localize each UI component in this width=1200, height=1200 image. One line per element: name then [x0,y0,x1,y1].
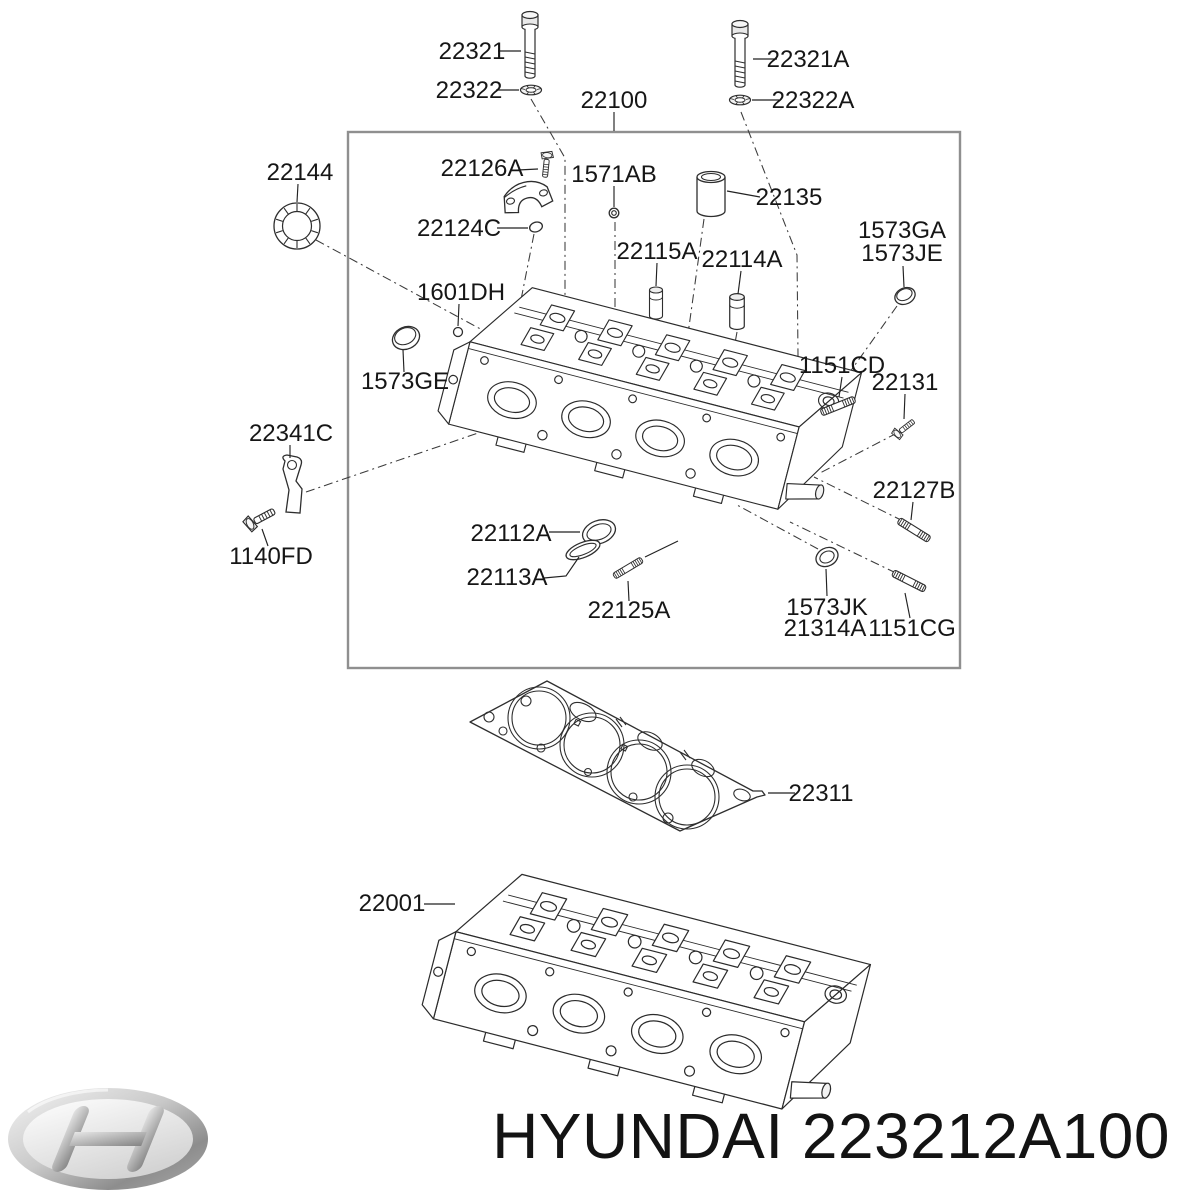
part-22321A-bolt [731,19,749,88]
part-label-22341C: 22341C [249,420,333,447]
part-22322-washer [519,84,543,96]
hyundai-h-mark [52,1106,164,1172]
part-label-22321A: 22321A [767,46,850,73]
part-labels: 22321 22322 22100 22321A 22322A 22144 22… [229,38,956,917]
part-22131-bolt [889,415,918,442]
brand-part-number-text: HYUNDAI 223212A100 [492,1100,1170,1172]
part-1571AB-nut [608,207,620,219]
part-label-22100: 22100 [581,87,648,114]
part-label-22125A: 22125A [588,597,671,624]
part-label-22124C: 22124C [417,215,501,242]
part-label-22135: 22135 [756,184,823,211]
part-label-1601DH: 1601DH [417,279,505,306]
part-label-22144: 22144 [267,159,334,186]
part-label-22113A: 22113A [467,564,548,591]
part-22112A-seal [581,519,617,545]
part-1573GE-plug [391,325,421,351]
part-22322A-washer [728,94,752,106]
part-label-1573JK: 1573JK [786,594,867,621]
part-22113A-seal [565,539,601,561]
part-label-22322A: 22322A [772,87,855,114]
hyundai-logo [8,1088,208,1190]
part-label-22112A: 22112A [471,520,552,547]
part-label-22127B: 22127B [873,477,956,504]
part-22125A-stud [611,556,645,580]
part-22341C-bracket [282,454,303,514]
part-label-1573JE: 1573JE [861,240,942,267]
part-22144-seal [273,202,321,250]
part-22135-tappet [696,170,726,218]
part-label-22115A: 22115A [617,238,698,265]
part-label-22126A: 22126A [441,155,524,182]
leader-lines [261,50,914,905]
part-label-1571AB: 1571AB [571,161,656,188]
part-1573JK-seal [815,546,839,568]
part-label-22131: 22131 [872,369,939,396]
part-22126A-bolt [538,149,555,179]
part-label-1573GA: 1573GA [858,217,946,244]
part-label-21314A: 21314A [784,615,867,642]
head-gasket-drawing [469,680,766,832]
part-1140FD-bolt [241,503,279,534]
part-22115A-valve-guide [648,286,664,320]
cylinder-head-assembly-drawing [416,857,872,1131]
part-label-22114A: 22114A [702,246,783,273]
part-1151CG-stud [890,569,928,593]
part-label-22311: 22311 [789,780,854,807]
part-label-1140FD: 1140FD [229,543,313,570]
part-label-22321: 22321 [439,38,506,65]
part-1601DH-dowel [452,326,464,338]
part-label-1151CD: 1151CD [799,352,885,379]
part-22127B-stud [896,516,932,544]
part-label-1151CG: 1151CG [868,615,956,642]
part-22124C-pin [528,221,544,233]
part-label-22001: 22001 [359,890,426,917]
assembly-box [346,130,962,670]
part-camshaft-cap [503,180,554,214]
part-22114A-valve-guide [729,293,745,331]
part-label-1573GE: 1573GE [361,368,449,395]
part-22321-bolt [521,10,539,79]
part-label-22322: 22322 [436,77,503,104]
part-1573GA-plug [894,286,916,306]
